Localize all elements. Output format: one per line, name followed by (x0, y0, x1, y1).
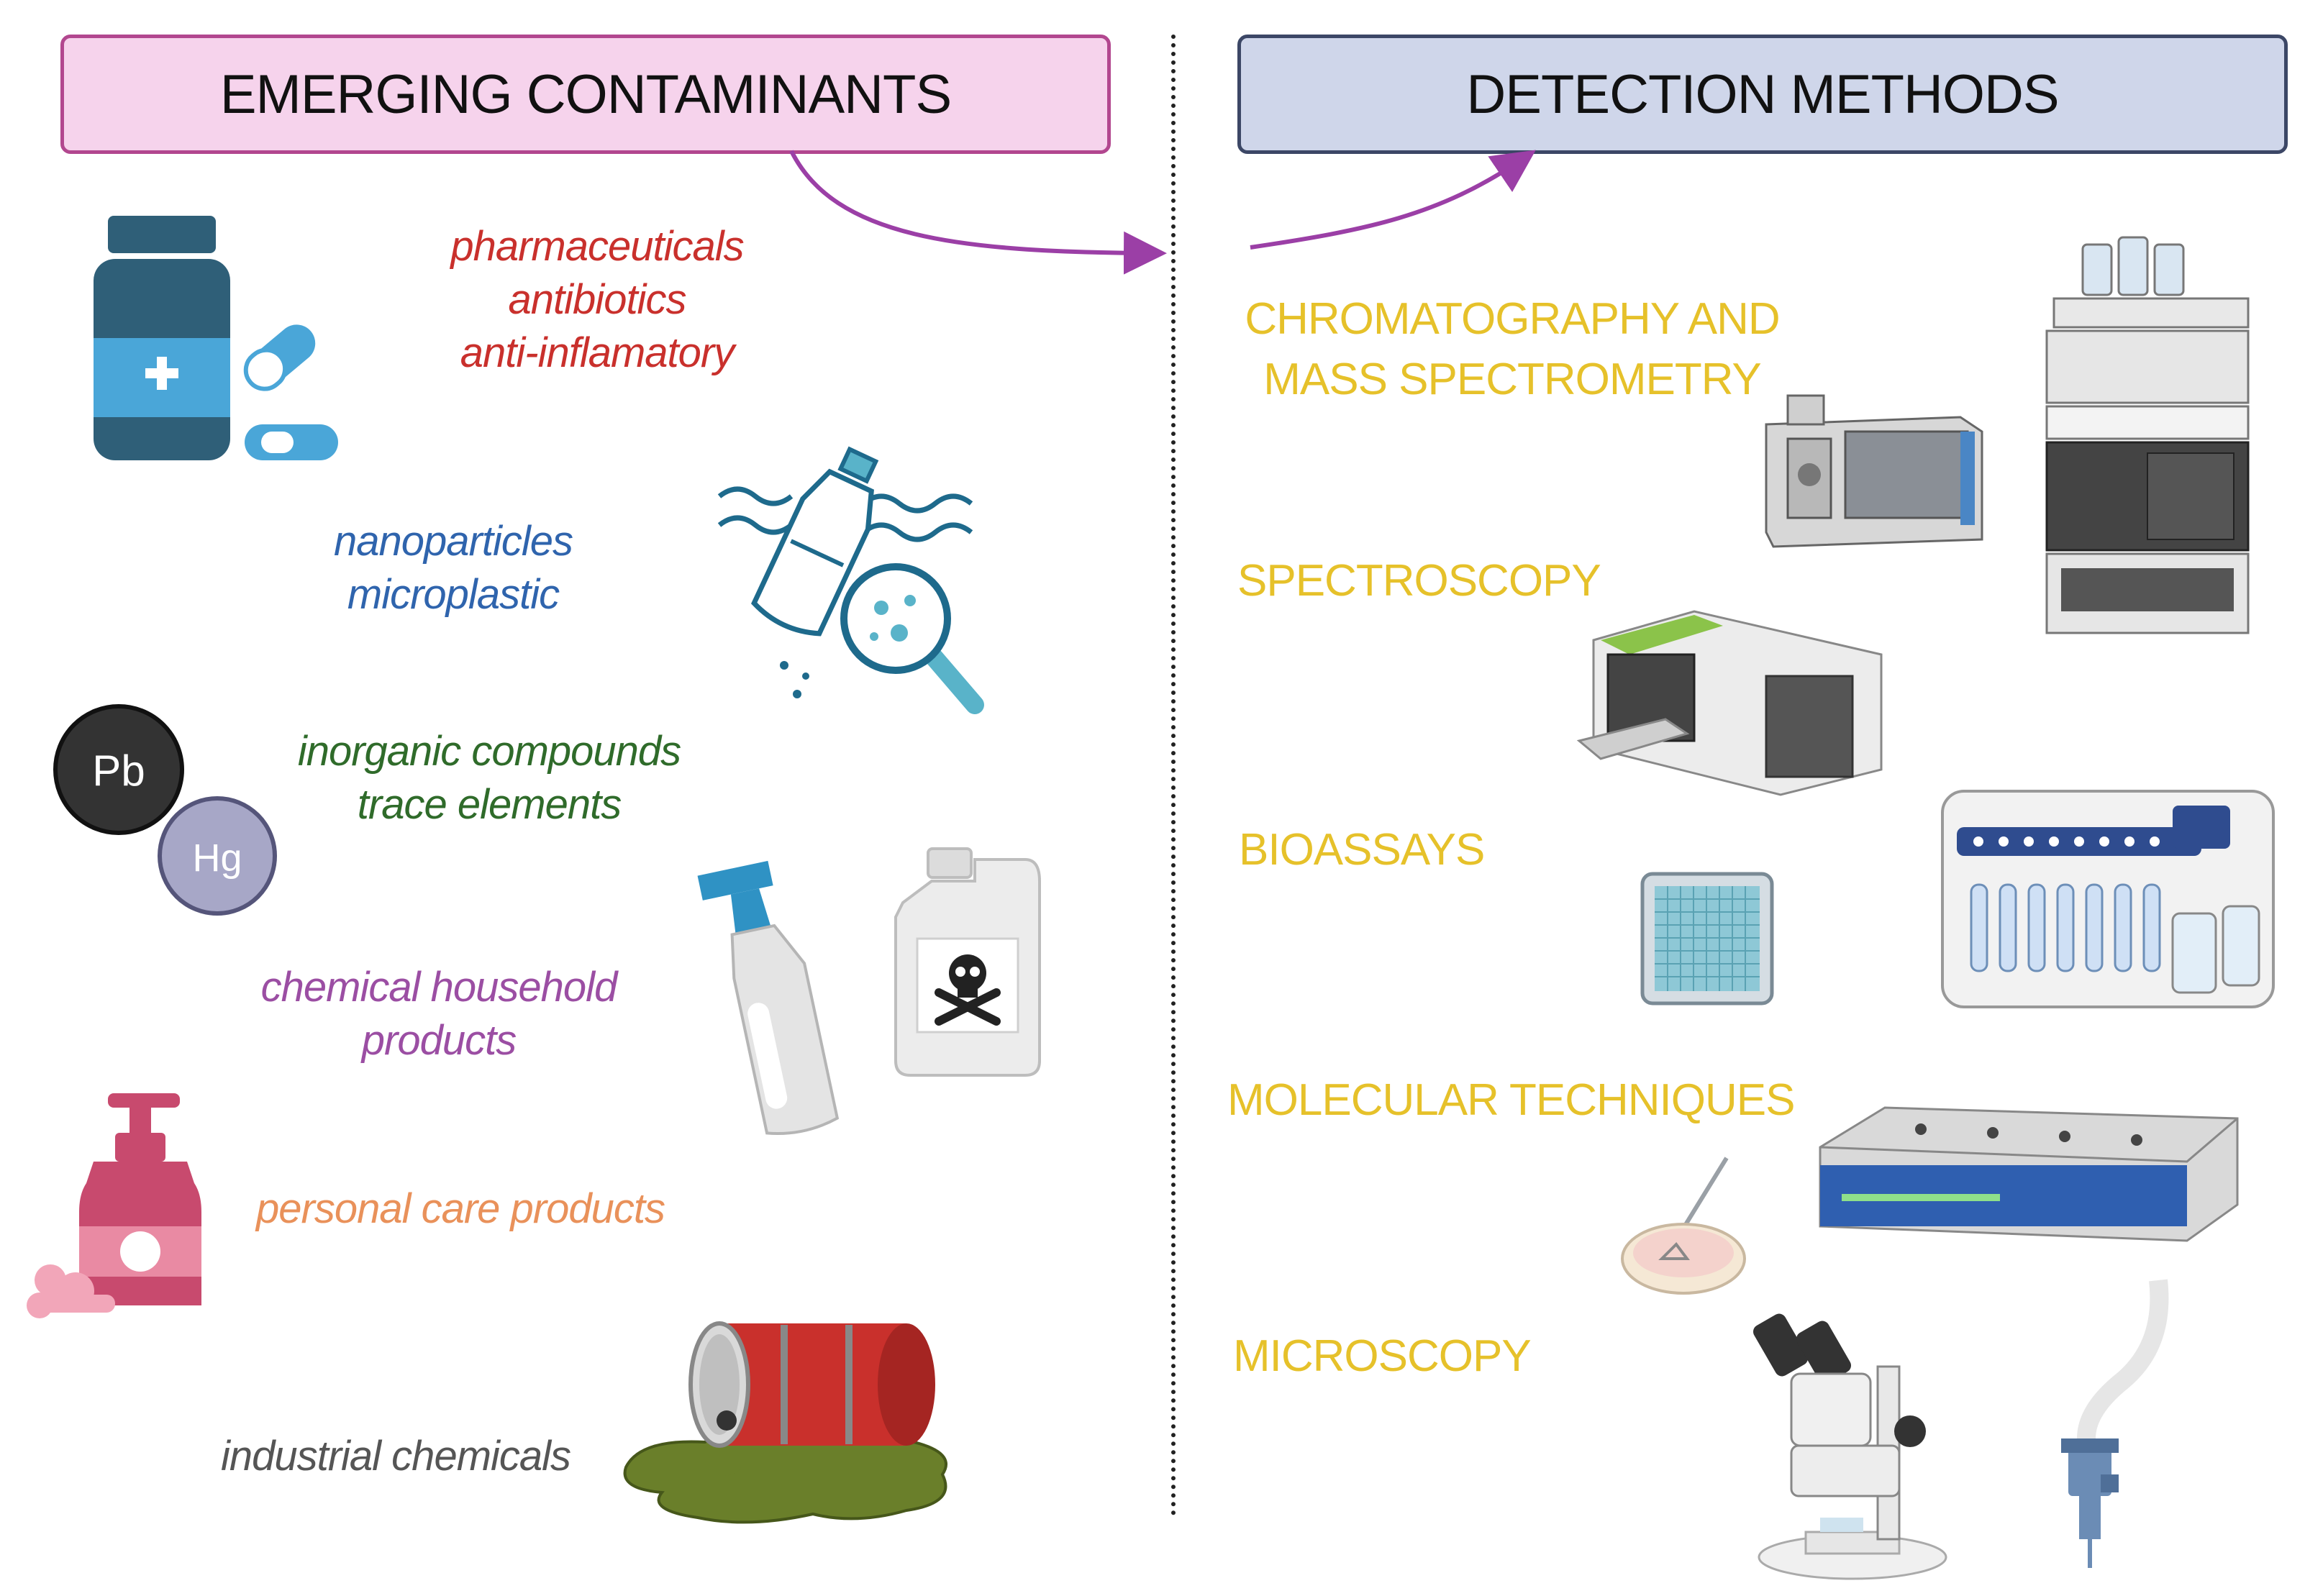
pharma-line-1: pharmaceuticals (450, 223, 744, 270)
molecular-label: MOLECULAR TECHNIQUES (1227, 1070, 1795, 1131)
stereo-microscope-icon (1753, 1313, 1947, 1580)
emerging-contaminants-title: EMERGING CONTAMINANTS (219, 63, 952, 125)
emerging-contaminants-header: EMERGING CONTAMINANTS (60, 35, 1111, 154)
arrow-to-detection-header (1250, 150, 1536, 250)
mass-spectrometer-icon (1765, 394, 1983, 548)
inorganic-line-1: inorganic compounds (297, 728, 681, 775)
industrial-line-1: industrial chemicals (220, 1433, 571, 1479)
nano-line-2: microplastic (347, 571, 560, 618)
pb-symbol: Pb (92, 747, 145, 795)
plastic-bottle-icon (717, 446, 984, 714)
magnifier-icon (840, 563, 984, 714)
inorganic-label: inorganic compounds trace elements (273, 725, 705, 831)
spectrometer-icon (1576, 610, 1883, 796)
personal-care-label: personal care products (230, 1182, 691, 1236)
bioassays-label: BIOASSAYS (1239, 820, 1485, 880)
pharma-line-3: anti-inflamatory (460, 329, 735, 376)
toxic-canister-icon (894, 847, 1041, 1077)
pharma-label: pharmaceuticals antibiotics anti-inflama… (403, 220, 791, 380)
industrial-label: industrial chemicals (194, 1430, 597, 1483)
inorganic-line-2: trace elements (357, 781, 622, 828)
hg-symbol: Hg (192, 836, 242, 880)
center-divider (1171, 35, 1176, 1516)
spray-bottle-icon (697, 847, 1041, 1135)
pb-atom-icon: Pb Hg (53, 704, 277, 916)
microscopy-line-1: MICROSCOPY (1233, 1331, 1532, 1381)
pharma-line-2: antibiotics (508, 276, 687, 323)
nano-line-1: nanoparticles (334, 518, 573, 565)
arrow-to-divider (789, 150, 1167, 275)
household-label: chemical household products (223, 961, 655, 1067)
spilled-barrel-icon (623, 1321, 947, 1524)
molecular-line-1: MOLECULAR TECHNIQUES (1227, 1075, 1795, 1125)
personal-care-line-1: personal care products (256, 1185, 665, 1232)
probe-icon (2061, 1279, 2169, 1568)
household-line-1: chemical household (260, 964, 618, 1011)
medicine-bottle-icon (94, 216, 338, 460)
microscopy-label: MICROSCOPY (1233, 1326, 1532, 1387)
household-line-2: products (361, 1017, 517, 1064)
detection-methods-header: DETECTION METHODS (1237, 35, 2288, 154)
chromatography-line-1: CHROMATOGRAPHY AND (1245, 294, 1780, 344)
hg-atom-icon: Hg (158, 796, 277, 916)
spectroscopy-line-1: SPECTROSCOPY (1237, 556, 1601, 606)
chromatography-label: CHROMATOGRAPHY AND MASS SPECTROMETRY (1232, 289, 1793, 410)
hplc-system-icon (2045, 236, 2250, 634)
gel-electrophoresis-icon (1819, 1106, 2239, 1242)
pills-icon (243, 324, 338, 460)
detection-methods-title: DETECTION METHODS (1466, 63, 2059, 125)
bioassays-line-1: BIOASSAYS (1239, 825, 1485, 875)
soap-dispenser-icon (27, 1093, 201, 1318)
nano-label: nanoparticles microplastic (288, 515, 619, 621)
spectroscopy-label: SPECTROSCOPY (1237, 551, 1601, 611)
well-plate-icon (1640, 872, 1774, 1006)
chromatography-line-2: MASS SPECTROMETRY (1263, 355, 1762, 404)
extraction-station-icon (1941, 790, 2275, 1008)
petri-dish-icon (1621, 1157, 1746, 1295)
